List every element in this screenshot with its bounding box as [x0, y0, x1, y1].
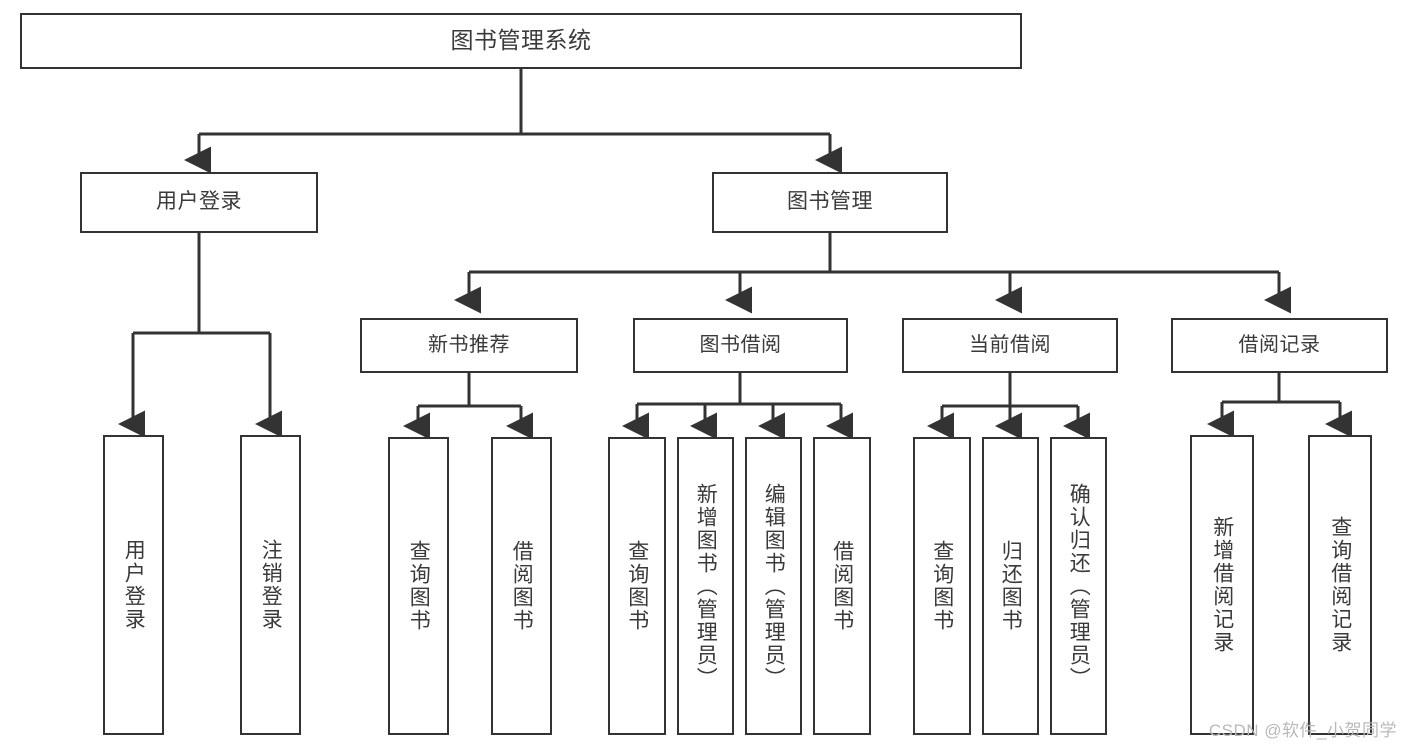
leaf-confirm-return-admin[interactable]: 确认归还（管理员） [1050, 437, 1107, 735]
leaf-return-book[interactable]: 归还图书 [982, 437, 1039, 735]
node-label: 借阅图书 [830, 540, 854, 632]
node-borrow-record[interactable]: 借阅记录 [1171, 318, 1388, 373]
node-label: 借阅记录 [1238, 333, 1321, 356]
node-label: 新增图书（管理员） [694, 482, 718, 690]
node-label: 新书推荐 [428, 333, 510, 356]
leaf-add-borrow-record[interactable]: 新增借阅记录 [1190, 435, 1254, 735]
node-label: 查询图书 [407, 540, 431, 632]
leaf-edit-book-admin[interactable]: 编辑图书（管理员） [745, 437, 802, 735]
node-label: 新增借阅记录 [1210, 516, 1234, 654]
leaf-borrow-book[interactable]: 借阅图书 [813, 437, 871, 735]
node-label: 用户登录 [156, 190, 242, 214]
leaf-query-book-recommend[interactable]: 查询图书 [388, 437, 449, 735]
leaf-query-book-current[interactable]: 查询图书 [913, 437, 971, 735]
node-label: 图书管理 [787, 190, 873, 214]
node-label: 编辑图书（管理员） [762, 482, 786, 690]
node-label: 图书借阅 [699, 333, 782, 356]
watermark: CSDN @软件_小贺同学 [1208, 721, 1397, 740]
node-root-book-management-system[interactable]: 图书管理系统 [20, 13, 1022, 69]
node-label: 当前借阅 [969, 333, 1051, 356]
node-current-borrow[interactable]: 当前借阅 [902, 318, 1118, 373]
node-label: 图书管理系统 [450, 27, 592, 54]
leaf-user-logout[interactable]: 注销登录 [240, 435, 301, 735]
node-label: 借阅图书 [510, 540, 534, 632]
node-label: 查询图书 [930, 540, 954, 632]
node-label: 确认归还（管理员） [1067, 482, 1091, 690]
node-user-login[interactable]: 用户登录 [80, 172, 318, 233]
leaf-user-login[interactable]: 用户登录 [103, 435, 164, 735]
leaf-add-book-admin[interactable]: 新增图书（管理员） [677, 437, 734, 735]
node-book-management[interactable]: 图书管理 [712, 172, 948, 233]
node-label: 查询借阅记录 [1328, 516, 1352, 654]
leaf-borrow-book-recommend[interactable]: 借阅图书 [491, 437, 552, 735]
node-book-borrow[interactable]: 图书借阅 [633, 318, 848, 373]
node-label: 查询图书 [625, 540, 649, 632]
leaf-query-borrow-record[interactable]: 查询借阅记录 [1308, 435, 1372, 735]
node-label: 归还图书 [999, 540, 1023, 632]
leaf-query-book-borrow[interactable]: 查询图书 [608, 437, 666, 735]
node-label: 注销登录 [259, 539, 283, 631]
node-label: 用户登录 [122, 539, 146, 631]
node-new-book-recommend[interactable]: 新书推荐 [360, 318, 578, 373]
